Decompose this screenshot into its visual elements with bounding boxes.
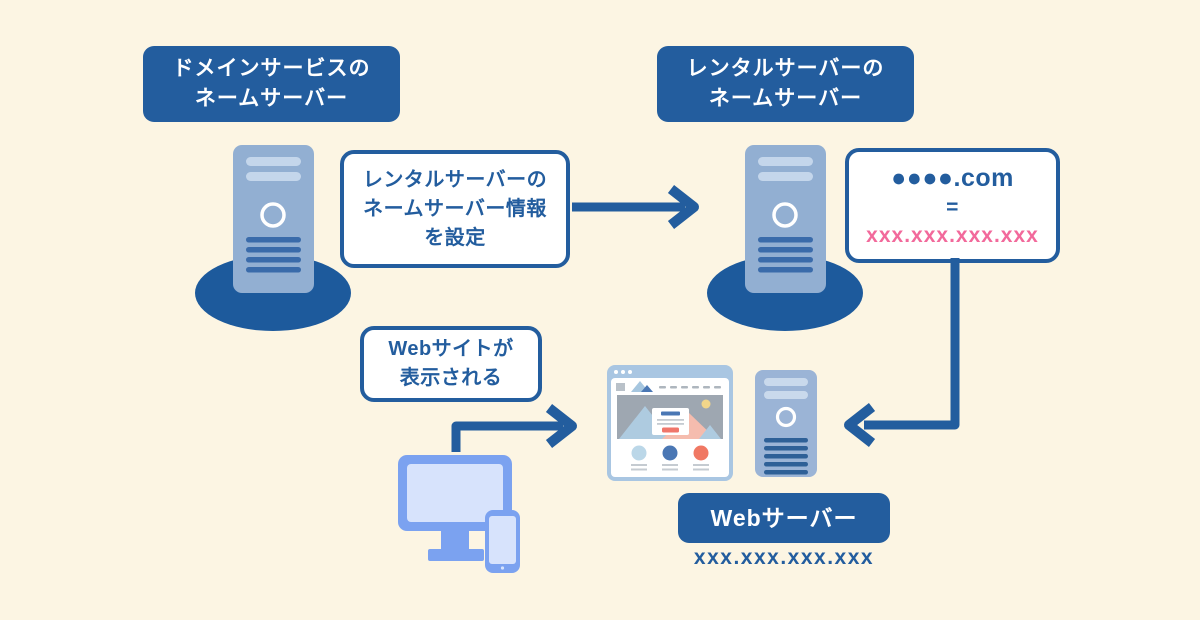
rental-nameserver-label-line2: ネームサーバー [708, 87, 863, 110]
sun-icon [701, 399, 711, 409]
server-body [755, 370, 817, 477]
rental-nameserver-label: レンタルサーバーの ネームサーバー [657, 46, 914, 122]
domain-ip-callout: ●●●●.com = xxx.xxx.xxx.xxx [845, 148, 1060, 263]
server-body [233, 145, 314, 293]
ip-address-text: xxx.xxx.xxx.xxx [866, 223, 1039, 247]
menu-icon [616, 383, 625, 391]
rental-server-tower-icon [707, 145, 863, 331]
monitor-screen [407, 464, 503, 522]
domain-nameserver-label: ドメインサービスの ネームサーバー [143, 46, 400, 122]
arrow-devices-to-browser [451, 421, 563, 452]
web-display-line1: Webサイトが [388, 338, 514, 360]
monitor-base [428, 549, 484, 561]
web-server-label-text: Webサーバー [710, 504, 858, 531]
web-display-callout: Webサイトが 表示される [360, 326, 542, 402]
arrow-domain-to-webserver [864, 258, 960, 430]
phone-home-dot [500, 566, 505, 570]
content-columns [631, 445, 709, 471]
domain-server-tower-icon [195, 145, 351, 331]
hero-image [617, 395, 723, 439]
set-nameserver-line2: ネームサーバー情報 [363, 197, 547, 220]
rental-nameserver-label-line1: レンタルサーバーの [686, 57, 885, 81]
set-nameserver-line1: レンタルサーバーの [362, 168, 548, 191]
set-nameserver-callout: レンタルサーバーの ネームサーバー情報 を設定 [340, 150, 570, 268]
domain-name-text: ●●●●.com [891, 163, 1014, 192]
equals-sign: = [946, 196, 959, 220]
set-nameserver-line3: を設定 [424, 226, 486, 249]
web-display-line2: 表示される [399, 367, 503, 389]
web-server-ip-text: xxx.xxx.xxx.xxx [693, 546, 875, 569]
arrow-domain-head-icon [844, 403, 876, 447]
nav-dashes [659, 386, 721, 389]
desktop-and-smartphone-icon [398, 455, 520, 573]
arrow-devices-head-icon [545, 404, 577, 448]
web-server-tower-icon [755, 370, 817, 477]
web-server-label: Webサーバー [678, 493, 890, 543]
domain-nameserver-label-line1: ドメインサービスの [172, 57, 371, 81]
domain-nameserver-label-line2: ネームサーバー [194, 87, 349, 110]
browser-window-icon [607, 365, 733, 481]
phone-screen [489, 516, 516, 564]
arrow-setns-head-icon [667, 185, 699, 229]
server-body [745, 145, 826, 293]
